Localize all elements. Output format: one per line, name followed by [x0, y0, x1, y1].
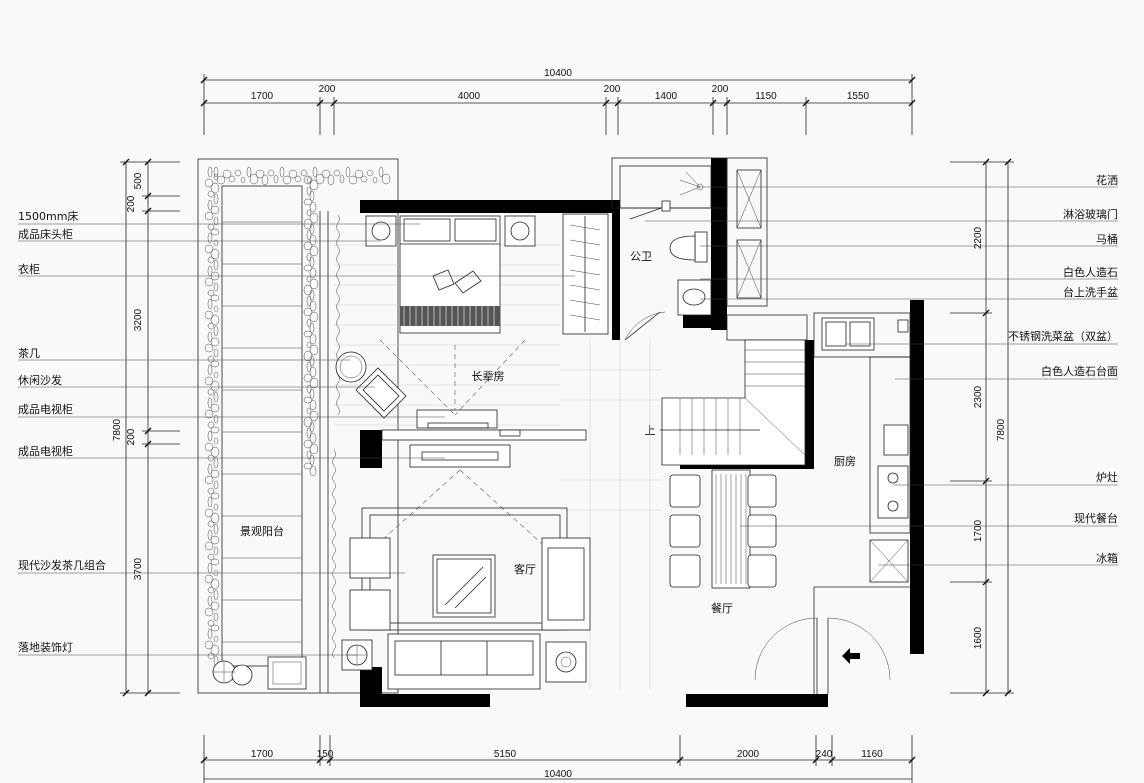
right-total-dimension: 7800: [996, 418, 1007, 441]
bottom-dimension-6: 1160: [861, 749, 883, 760]
right-dimension-chain: 2200 2300 1700 1600 7800: [950, 158, 1014, 697]
single-sofa: [541, 537, 591, 631]
dining-table: [711, 469, 751, 589]
side-table-lamp: [545, 641, 587, 683]
label-double-sink: 不锈钢洗菜盆（双盆）: [1008, 329, 1118, 343]
tv-cabinet-living: [409, 444, 511, 468]
nightstand-left: [365, 215, 397, 247]
right-dimension-3: 1700: [973, 519, 984, 542]
landscape-balcony: 景观阳台: [197, 158, 399, 694]
top-dimension-8: 1550: [847, 91, 870, 102]
room-label-bathroom: 公卫: [630, 250, 652, 263]
walls: [360, 158, 924, 707]
label-wardrobe: 衣柜: [18, 262, 40, 276]
label-toilet: 马桶: [1096, 232, 1118, 246]
left-dimension-5: 3700: [133, 557, 144, 580]
room-label-master-bedroom: 长辈房: [472, 369, 505, 383]
double-sink: [821, 317, 875, 351]
top-dimension-2: 200: [319, 84, 336, 95]
bottom-dimension-2: 150: [317, 749, 334, 760]
top-dimension-chain: 10400 1700 200 4000 200 1400 200 1150 15…: [200, 68, 916, 135]
left-dimension-1: 500: [133, 172, 144, 189]
gas-stove: [877, 465, 909, 519]
living-room: 客厅: [332, 340, 662, 690]
label-shower-door: 淋浴玻璃门: [1063, 207, 1118, 221]
label-nightstand: 成品床头柜: [18, 227, 73, 241]
label-floor-lamp: 落地装饰灯: [18, 640, 73, 654]
three-seat-sofa: [387, 633, 541, 690]
room-label-living-room: 客厅: [514, 562, 536, 576]
dining-area: 餐厅: [669, 469, 777, 615]
lounge-chair: [355, 367, 407, 419]
label-tv-cabinet-2: 成品电视柜: [18, 444, 73, 458]
left-total-dimension: 7800: [112, 418, 123, 441]
basin: [677, 279, 712, 316]
top-dimension-7: 1150: [755, 91, 777, 102]
label-fridge: 冰箱: [1096, 551, 1118, 565]
right-dimension-2: 2300: [973, 385, 984, 408]
label-tea-table: 茶几: [18, 347, 40, 360]
bottom-dimension-4: 2000: [737, 749, 760, 760]
kitchen: 厨房: [754, 312, 911, 694]
left-dimension-4: 200: [126, 428, 137, 445]
label-lounge-sofa: 休闲沙发: [18, 373, 62, 387]
toilet: [669, 231, 708, 263]
top-dimension-6: 200: [712, 84, 729, 95]
pebble-border: [204, 166, 391, 667]
refrigerator: [869, 539, 909, 583]
coffee-table: [432, 554, 496, 618]
bottom-total-dimension: 10400: [544, 769, 572, 780]
balcony-chair: [267, 656, 307, 690]
potted-plant: [212, 660, 253, 686]
top-dimension-1: 1700: [251, 91, 274, 102]
armchair-top: [349, 537, 391, 579]
left-dimension-2: 200: [126, 195, 137, 212]
shower-glass-door: [629, 200, 671, 220]
tv-cabinet-bedroom: [416, 409, 498, 429]
nightstand-right: [504, 215, 536, 247]
bottom-dimension-5: 240: [816, 749, 833, 760]
label-countertop: 白色人造石台面: [1041, 364, 1118, 378]
armchair-bottom: [349, 589, 391, 631]
dining-chairs: [669, 474, 777, 588]
left-dimension-3: 3200: [133, 308, 144, 331]
top-total-dimension: 10400: [544, 68, 572, 79]
room-label-kitchen: 厨房: [834, 455, 856, 468]
staircase: 上: [645, 314, 808, 466]
top-dimension-3: 4000: [458, 91, 481, 102]
right-dimension-4: 1600: [973, 626, 984, 649]
top-dimension-5: 1400: [655, 91, 678, 102]
label-bed: 1500mm床: [18, 209, 78, 223]
bathroom: 公卫: [611, 157, 768, 341]
label-artificial-stone: 白色人造石: [1063, 265, 1118, 279]
bottom-dimension-chain: 1700 150 5150 2000 240 1160 10400: [200, 735, 916, 783]
label-tv-cabinet-1: 成品电视柜: [18, 402, 73, 416]
entrance-door: [754, 617, 891, 694]
right-dimension-1: 2200: [973, 226, 984, 249]
left-dimension-chain: 500 200 3200 200 3700 7800: [112, 158, 180, 697]
label-shower: 花洒: [1096, 174, 1118, 187]
master-bedroom: 长辈房: [334, 213, 609, 441]
room-label-balcony: 景观阳台: [240, 524, 284, 538]
bottom-dimension-1: 1700: [251, 749, 274, 760]
label-basin: 台上洗手盆: [1063, 285, 1118, 299]
right-annotations: 花洒 淋浴玻璃门 马桶 白色人造石 台上洗手盆 不锈钢洗菜盆（双盆） 白色人造石…: [645, 174, 1118, 566]
bathroom-door: [624, 311, 666, 341]
label-stove: 炉灶: [1096, 471, 1118, 484]
side-table: [335, 351, 367, 383]
label-sofa-set: 现代沙发茶几组合: [18, 558, 106, 572]
double-bed: [399, 215, 501, 334]
microwave: [883, 424, 909, 456]
room-label-dining-room: 餐厅: [711, 601, 733, 615]
top-dimension-4: 200: [604, 84, 621, 95]
bottom-dimension-3: 5150: [494, 749, 517, 760]
label-dining-table: 现代餐台: [1074, 511, 1118, 525]
wardrobe: [562, 213, 609, 335]
left-annotations: 1500mm床 成品床头柜 衣柜 茶几 休闲沙发 成品电视柜 成品电视柜 现代沙…: [18, 209, 575, 656]
